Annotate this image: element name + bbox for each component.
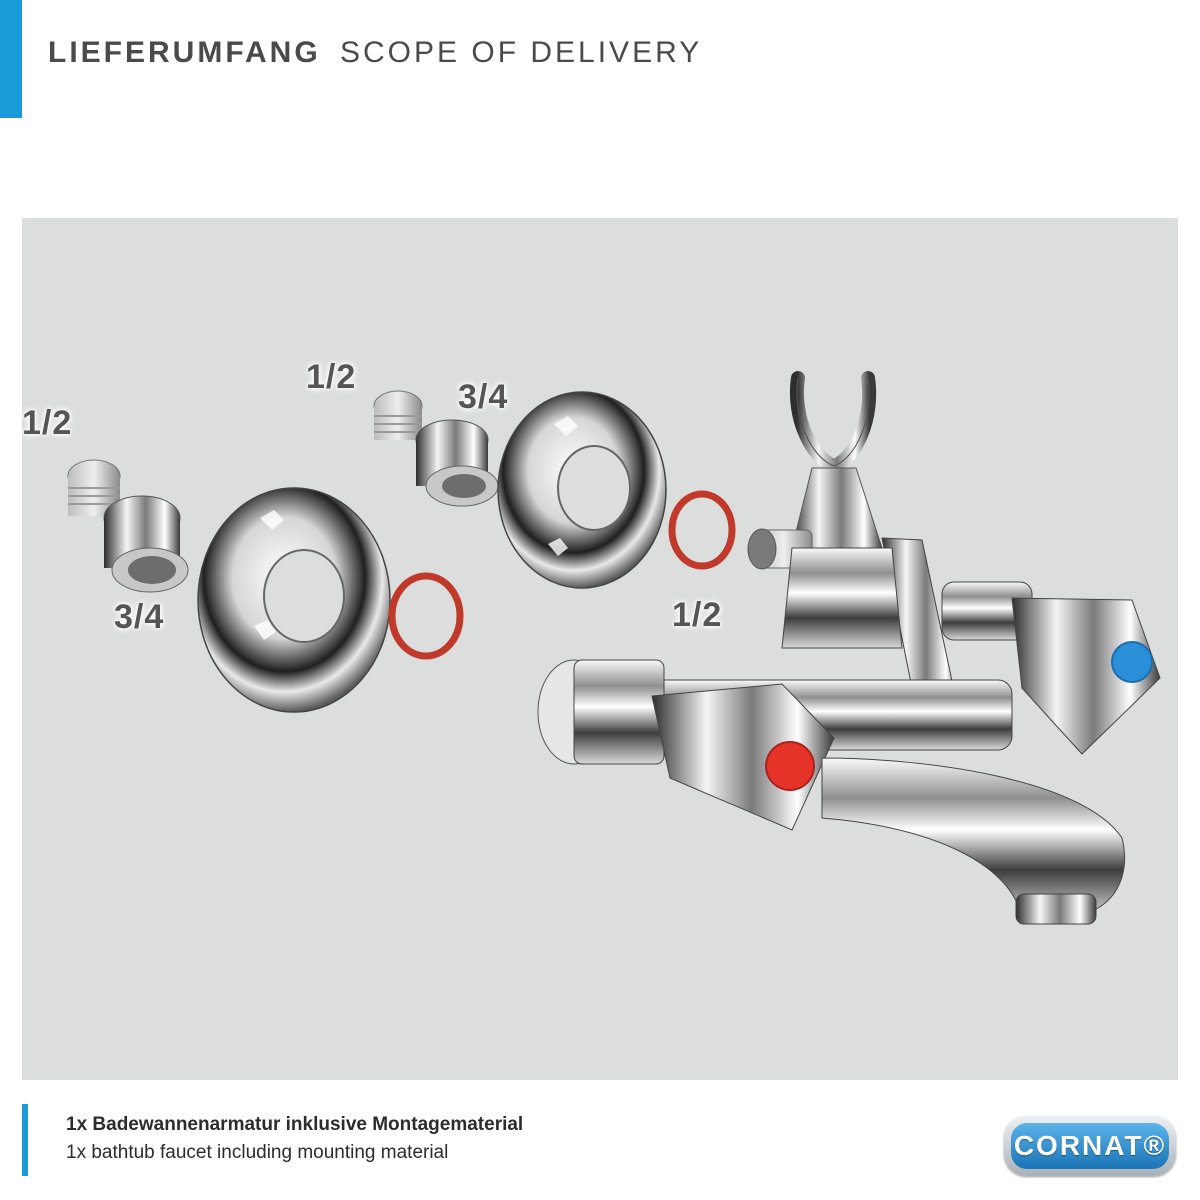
hot-indicator-dot: [765, 741, 815, 791]
cornat-logo: CORNAT®: [1004, 1116, 1176, 1176]
adapter-center: [373, 390, 499, 507]
size-label-right-bottom: 1/2: [672, 596, 723, 634]
rosette-left: [197, 487, 391, 713]
gasket-left: [388, 572, 464, 660]
logo-badge: CORNAT®: [1011, 1123, 1169, 1169]
size-label-left-bottom: 3/4: [114, 598, 165, 636]
size-label-center-mid: 3/4: [458, 378, 509, 416]
size-label-left-top: 1/2: [22, 404, 73, 442]
gasket-center: [668, 490, 736, 570]
header-title-de: LIEFERUMFANG: [48, 36, 321, 69]
caption-german: 1x Badewannenarmatur inklusive Montagema…: [66, 1114, 524, 1135]
bathtub-faucet: [537, 371, 1161, 925]
caption-accent-bar: [22, 1104, 28, 1176]
header-accent-bar: [0, 0, 22, 118]
header-title-en: SCOPE OF DELIVERY: [340, 36, 703, 69]
rosette-center: [497, 391, 667, 589]
caption-english: 1x bathtub faucet including mounting mat…: [66, 1142, 449, 1163]
cold-indicator-dot: [1111, 641, 1153, 683]
adapter-left: [67, 459, 189, 593]
product-image-panel: 1/2 3/4 1/2 3/4 1/2: [22, 218, 1178, 1080]
product-illustration: [67, 371, 1161, 925]
logo-text: CORNAT®: [1013, 1130, 1167, 1161]
size-label-center-top: 1/2: [306, 358, 357, 396]
